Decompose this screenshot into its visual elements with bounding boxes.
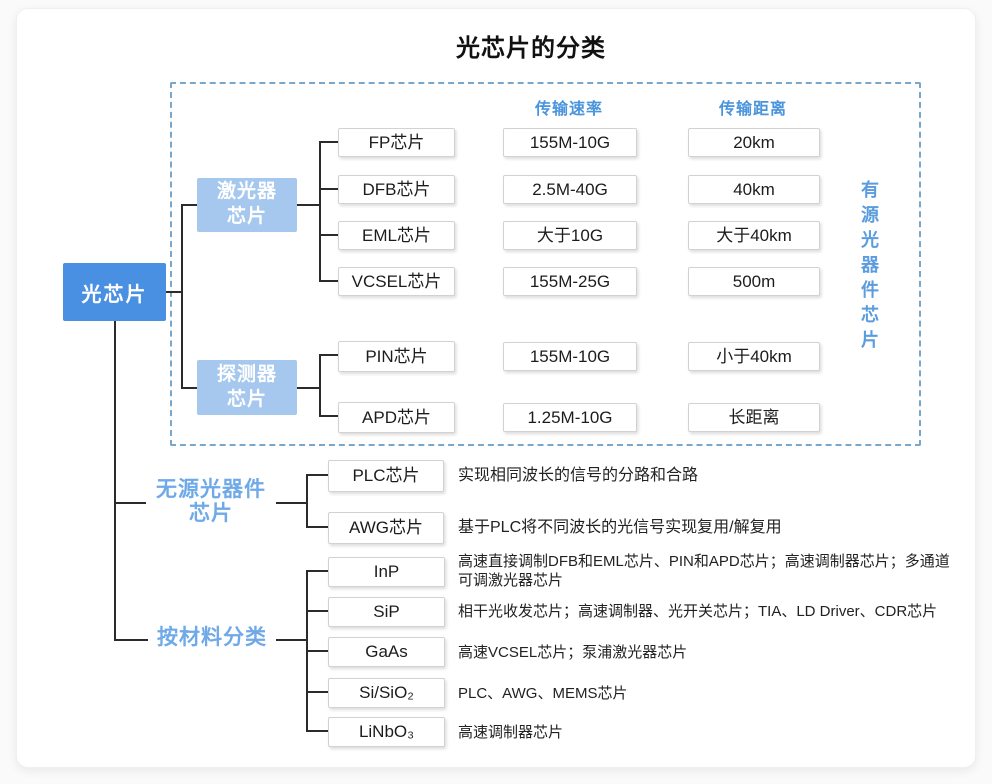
connector-line — [181, 204, 183, 389]
connector-line — [114, 639, 148, 641]
chip-node: APD芯片 — [338, 402, 455, 433]
material-node: GaAs — [328, 637, 445, 667]
page-title: 光芯片的分类 — [456, 35, 606, 62]
connector-line — [297, 204, 320, 206]
chip-node: PIN芯片 — [338, 341, 455, 372]
laser-group-node: 激光器芯片 — [197, 178, 297, 232]
passive-branch-label: 无源光器件芯片 — [156, 478, 266, 525]
connector-line — [306, 474, 328, 476]
material-description: 高速调制器芯片 — [458, 724, 564, 741]
connector-line — [306, 570, 328, 572]
connector-line — [306, 650, 328, 652]
connector-line — [319, 415, 338, 417]
chip-description: 基于PLC将不同波长的光信号实现复用/解复用 — [458, 519, 782, 536]
connector-line — [114, 502, 146, 504]
distance-cell: 长距离 — [688, 403, 820, 432]
chip-node: VCSEL芯片 — [338, 267, 455, 296]
distance-cell: 40km — [688, 175, 820, 204]
rate-cell: 155M-25G — [503, 267, 637, 296]
connector-line — [319, 141, 338, 143]
material-branch-label: 按材料分类 — [157, 626, 267, 649]
connector-line — [319, 280, 338, 282]
connector-line — [306, 526, 328, 528]
connector-line — [319, 234, 338, 236]
connector-line — [181, 204, 197, 206]
material-node: Si/SiO₂ — [328, 678, 445, 708]
distance-cell: 500m — [688, 267, 820, 296]
material-node: SiP — [328, 597, 445, 627]
connector-line — [306, 474, 308, 528]
chip-node: PLC芯片 — [328, 460, 444, 492]
connector-line — [319, 354, 321, 417]
connector-line — [166, 291, 183, 293]
connector-line — [276, 502, 306, 504]
connector-line — [319, 188, 338, 190]
connector-line — [319, 141, 321, 282]
rate-column-header: 传输速率 — [534, 101, 603, 118]
distance-cell: 小于40km — [688, 342, 820, 371]
active-devices-side-label: 有源光器件芯片 — [859, 180, 879, 355]
root-node: 光芯片 — [63, 263, 166, 321]
rate-cell: 大于10G — [503, 221, 637, 250]
distance-cell: 20km — [688, 128, 820, 157]
material-description: PLC、AWG、MEMS芯片 — [458, 685, 628, 702]
chip-node: DFB芯片 — [338, 175, 455, 204]
chip-node: AWG芯片 — [328, 512, 444, 544]
detector-group-node: 探测器芯片 — [197, 360, 297, 415]
connector-line — [181, 387, 197, 389]
connector-line — [319, 354, 338, 356]
rate-cell: 155M-10G — [503, 128, 637, 157]
material-description: 相干光收发芯片；高速调制器、光开关芯片；TIA、LD Driver、CDR芯片 — [458, 603, 938, 620]
chip-node: FP芯片 — [338, 128, 455, 157]
rate-cell: 1.25M-10G — [503, 403, 637, 432]
active-devices-dashed-box — [170, 82, 921, 446]
connector-line — [276, 639, 306, 641]
material-node: LiNbO₃ — [328, 717, 445, 747]
rate-cell: 2.5M-40G — [503, 175, 637, 204]
connector-line — [306, 610, 328, 612]
connector-line — [114, 321, 116, 641]
distance-cell: 大于40km — [688, 221, 820, 250]
material-description: 高速直接调制DFB和EML芯片、PIN和APD芯片；高速调制器芯片；多通道可调激… — [458, 553, 950, 589]
chip-description: 实现相同波长的信号的分路和合路 — [458, 467, 699, 484]
connector-line — [306, 691, 328, 693]
rate-cell: 155M-10G — [503, 342, 637, 371]
material-node: InP — [328, 557, 445, 587]
connector-line — [297, 387, 320, 389]
chip-node: EML芯片 — [338, 221, 455, 250]
material-description: 高速VCSEL芯片；泵浦激光器芯片 — [458, 644, 688, 661]
distance-column-header: 传输距离 — [718, 101, 787, 118]
connector-line — [306, 730, 328, 732]
